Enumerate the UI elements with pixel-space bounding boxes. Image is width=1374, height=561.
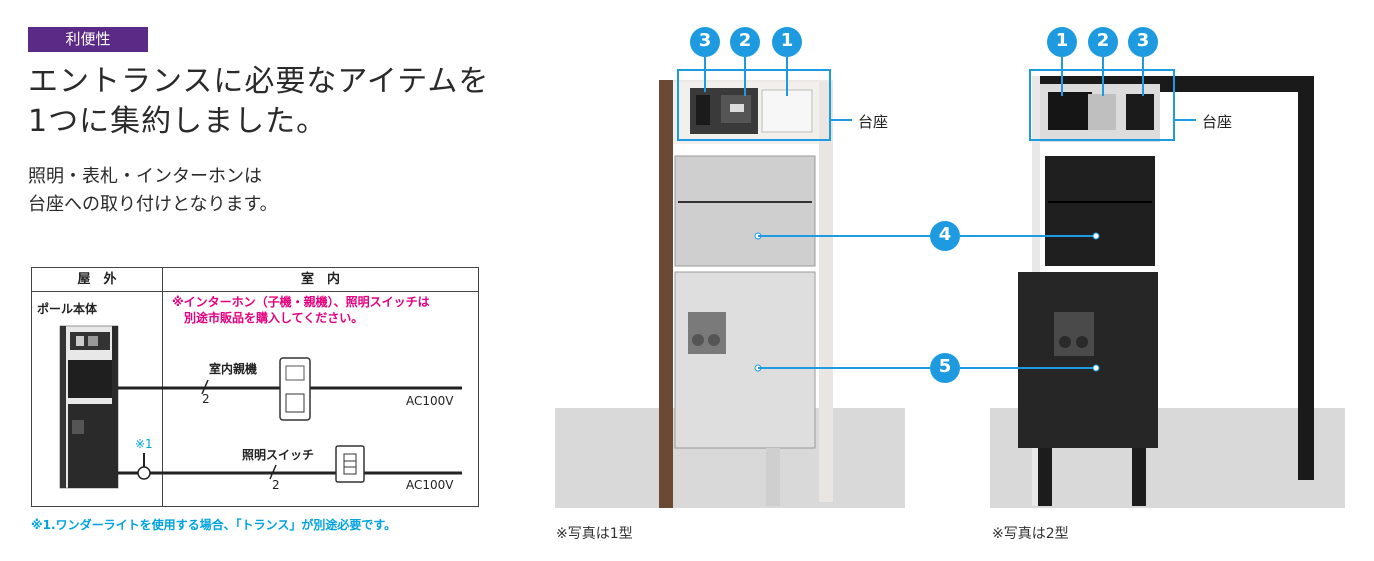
callout-4: 4 <box>938 224 952 245</box>
type2-pole <box>1018 76 1314 506</box>
headline-line-1: エントランスに必要なアイテムを <box>28 64 490 99</box>
type1-badges <box>690 27 802 96</box>
type2-base-label: 台座 <box>1202 113 1233 131</box>
type2-badge-1: 1 <box>1055 30 1069 51</box>
splice-marker <box>137 466 151 480</box>
type1-pole <box>659 80 833 508</box>
category-tag: 利便性 <box>28 27 148 52</box>
headline: エントランスに必要なアイテムを 1つに集約しました。 <box>28 62 489 142</box>
purchase-note-line-2: 別途市販品を購入してください。 <box>184 311 364 325</box>
type2-caption: ※写真は2型 <box>992 526 1069 542</box>
type1-badge-2: 2 <box>738 30 752 51</box>
indoor-intercom-icon <box>279 357 311 421</box>
wire-count-2: 2 <box>272 478 280 492</box>
ground-left <box>555 408 905 508</box>
product-illustration <box>555 27 1345 508</box>
purchase-note: ※インターホン（子機・親機）、照明スイッチは 別途市販品を購入してください。 <box>172 294 430 326</box>
footnote: ※1.ワンダーライトを使用する場合、「トランス」が別途必要です。 <box>31 518 397 532</box>
headline-line-2: 1つに集約しました。 <box>28 104 328 139</box>
type1-base-box <box>677 69 831 141</box>
subtext: 照明・表札・インターホンは 台座への取り付けとなります。 <box>28 163 278 219</box>
wiring-diagram: 屋 外 室 内 ポール本体 ※インターホン（子機・親機）、照明スイッチは 別途市… <box>31 267 479 507</box>
header-outdoor: 屋 外 <box>32 268 162 292</box>
callout-5: 5 <box>938 356 952 377</box>
pole-body-label: ポール本体 <box>37 302 98 316</box>
wire-count-1: 2 <box>202 392 210 406</box>
subtext-line-1: 照明・表札・インターホンは <box>28 166 262 187</box>
type1-base-label: 台座 <box>858 113 889 131</box>
indoor-unit-label: 室内親機 <box>209 362 258 376</box>
ac-label-1: AC100V <box>406 394 454 408</box>
ac-label-2: AC100V <box>406 478 454 492</box>
header-indoor: 室 内 <box>163 268 478 292</box>
subtext-line-2: 台座への取り付けとなります。 <box>28 194 278 215</box>
note-marker: ※1 <box>135 437 153 451</box>
pole-illustration <box>59 325 119 489</box>
callout-lines <box>754 221 1100 383</box>
type1-badge-3: 1 <box>780 30 794 51</box>
type1-caption: ※写真は1型 <box>556 526 633 542</box>
purchase-note-line-1: ※インターホン（子機・親機）、照明スイッチは <box>172 295 430 309</box>
type2-badge-3: 3 <box>1136 30 1150 51</box>
type1-badge-1: 3 <box>698 30 712 51</box>
wiring-drawing <box>59 325 462 489</box>
light-switch-label: 照明スイッチ <box>242 448 315 462</box>
type2-badges <box>1047 27 1158 96</box>
light-switch-icon <box>335 445 365 483</box>
type2-badge-2: 2 <box>1096 30 1110 51</box>
